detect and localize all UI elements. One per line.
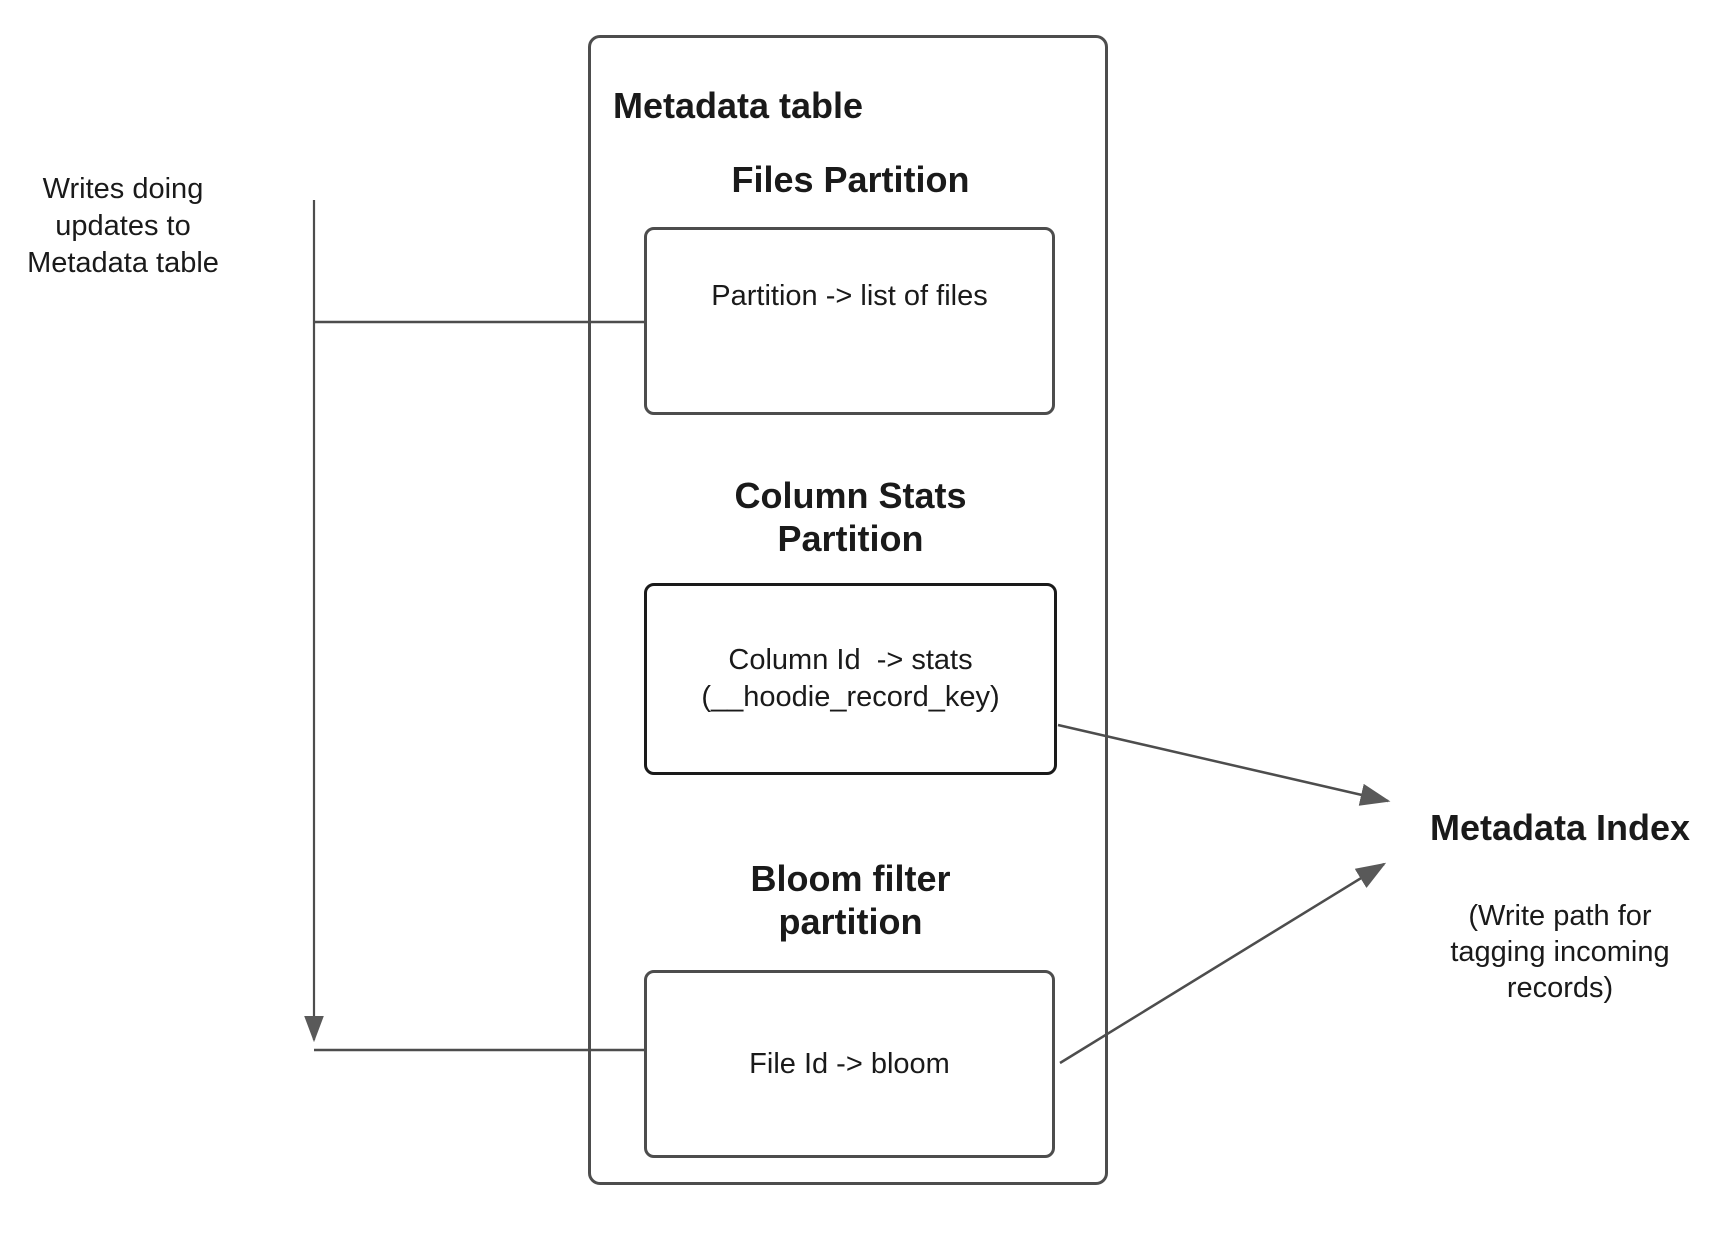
writes-annotation: Writes doing updates to Metadata table xyxy=(27,173,219,279)
bloom-filter-partition-heading: Bloom filter partition xyxy=(750,858,951,942)
column-stats-partition-heading: Column Stats Partition xyxy=(734,475,967,559)
column-stats-partition-box: Column Id -> stats (__hoodie_record_key) xyxy=(644,583,1057,775)
bloom-to-index-arrow xyxy=(1059,862,1387,1065)
metadata-table-title: Metadata table xyxy=(613,85,864,126)
metadata-table-box xyxy=(588,35,1108,1185)
metadata-index-subtitle: (Write path for tagging incoming records… xyxy=(1450,900,1670,1004)
metadata-index-title: Metadata Index xyxy=(1429,807,1691,848)
files-partition-box: Partition -> list of files xyxy=(644,227,1055,415)
bloom-filter-mapping: File Id -> bloom xyxy=(749,1047,950,1080)
files-partition-mapping: Partition -> list of files xyxy=(711,279,988,312)
bloom-filter-partition-box: File Id -> bloom xyxy=(644,970,1055,1158)
column-stats-mapping: Column Id -> stats (__hoodie_record_key) xyxy=(701,644,1000,713)
files-partition-heading: Files Partition xyxy=(731,159,970,200)
